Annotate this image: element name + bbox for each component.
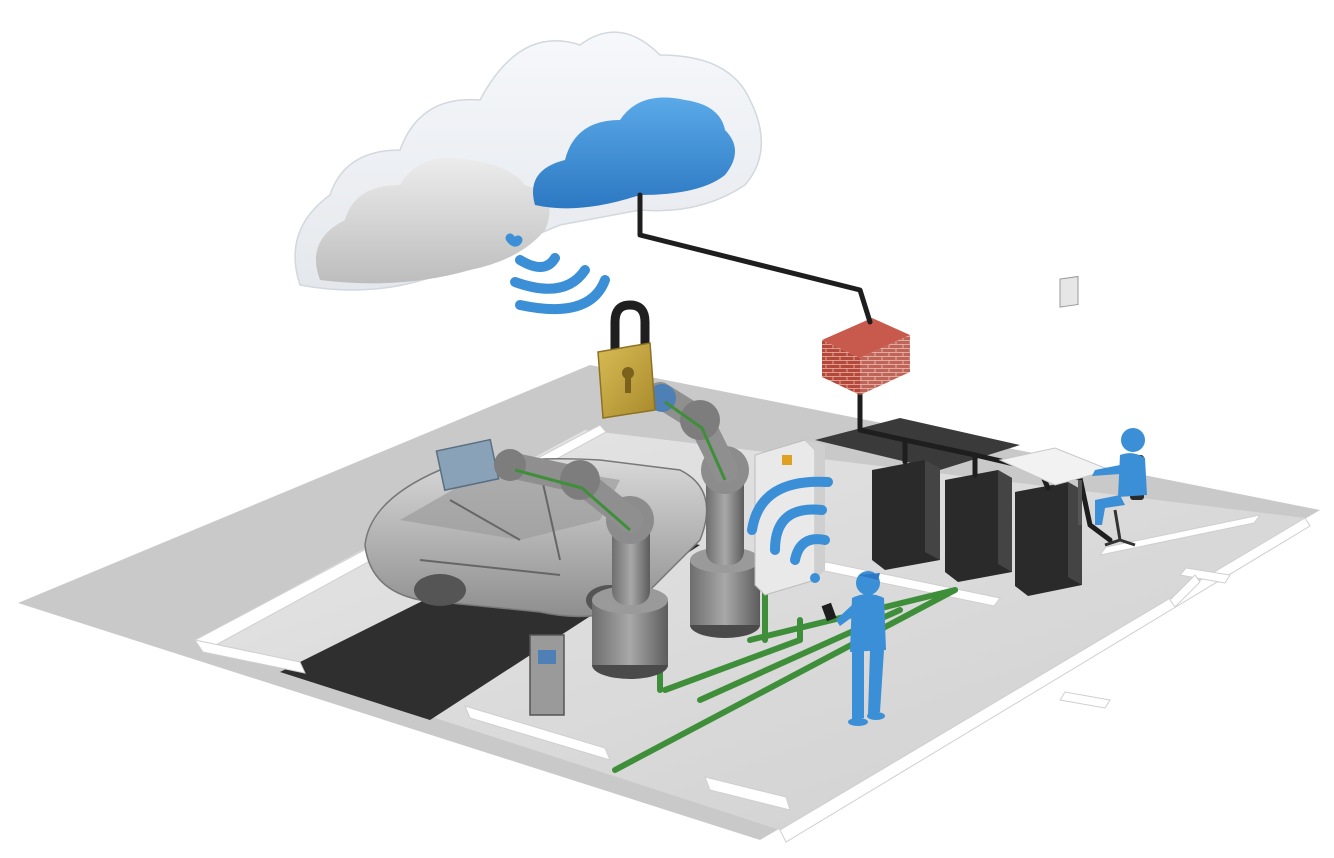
firewall-icon — [822, 318, 910, 395]
server-icon — [872, 460, 940, 570]
cloud-uplink-cable — [637, 192, 873, 325]
server-rack-group — [857, 392, 1113, 596]
wifi-icon — [505, 233, 610, 315]
wifi-icon — [747, 476, 833, 583]
server-icon — [945, 470, 1012, 582]
cloud-icon — [294, 31, 762, 291]
robot-arm-icon — [494, 382, 760, 679]
padlock-icon — [597, 300, 656, 419]
operator-icon — [821, 571, 886, 726]
operator-icon — [1092, 428, 1147, 525]
server-icon — [1015, 482, 1082, 596]
